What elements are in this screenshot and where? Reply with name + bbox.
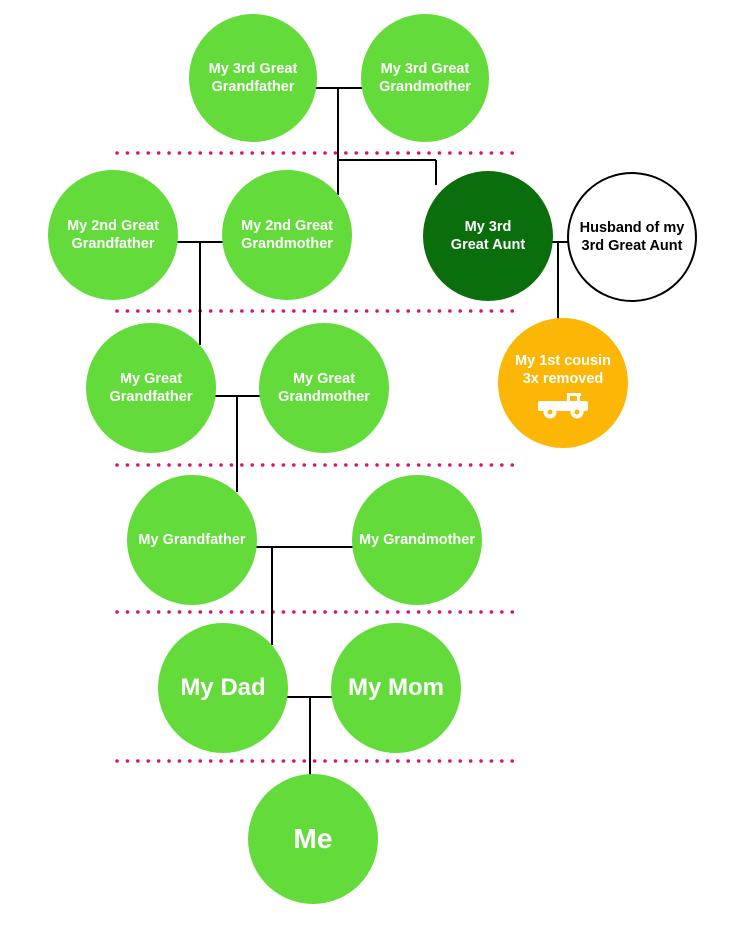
- node-label: My 3rd Great Aunt: [450, 219, 526, 253]
- first-cousin-node[interactable]: My 1st cousin 3x removed: [498, 318, 628, 448]
- node-label: My 3rd Great Grandmother: [379, 61, 471, 95]
- grandmother-node[interactable]: My Grandmother: [352, 475, 482, 605]
- third-great-grandmother-node[interactable]: My 3rd Great Grandmother: [361, 14, 489, 142]
- node-label: My 2nd Great Grandfather: [67, 218, 159, 252]
- second-great-grandfather-node[interactable]: My 2nd Great Grandfather: [48, 170, 178, 300]
- third-great-aunt-node[interactable]: My 3rd Great Aunt: [423, 171, 553, 301]
- mom-node[interactable]: My Mom: [331, 623, 461, 753]
- node-label: My 3rd Great Grandfather: [208, 61, 298, 95]
- husband-of-aunt-node[interactable]: Husband of my 3rd Great Aunt: [567, 172, 697, 302]
- node-label: My 2nd Great Grandmother: [241, 218, 333, 252]
- node-label: My Grandfather: [138, 532, 246, 548]
- node-label: Husband of my 3rd Great Aunt: [579, 220, 685, 254]
- node-label: My 1st cousin 3x removed: [515, 353, 611, 387]
- node-label: My Great Grandfather: [109, 371, 193, 405]
- node-label: My Dad: [180, 674, 266, 701]
- me-node[interactable]: Me: [248, 774, 378, 904]
- node-label: My Grandmother: [358, 532, 475, 548]
- node-label: Me: [293, 823, 333, 854]
- dad-node[interactable]: My Dad: [158, 623, 288, 753]
- second-great-grandmother-node[interactable]: My 2nd Great Grandmother: [222, 170, 352, 300]
- great-grandfather-node[interactable]: My Great Grandfather: [86, 323, 216, 453]
- grandfather-node[interactable]: My Grandfather: [127, 475, 257, 605]
- node-label: My Great Grandmother: [278, 371, 370, 405]
- jeep-icon: [538, 393, 588, 419]
- node-label: My Mom: [348, 674, 444, 701]
- great-grandmother-node[interactable]: My Great Grandmother: [259, 323, 389, 453]
- third-great-grandfather-node[interactable]: My 3rd Great Grandfather: [189, 14, 317, 142]
